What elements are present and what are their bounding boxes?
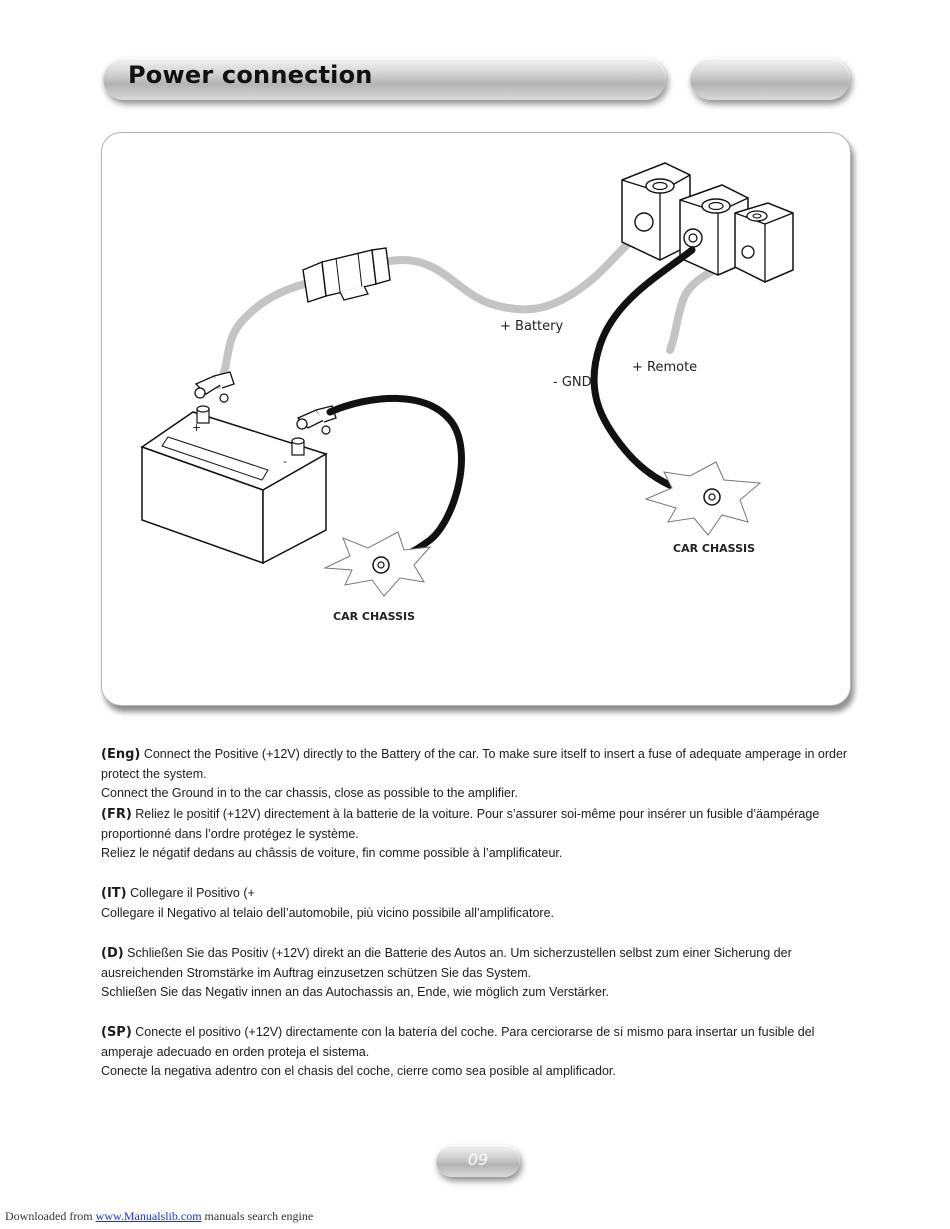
title-bar: [103, 58, 666, 100]
paragraph-line: Collegare il Negativo al telaio dell’aut…: [101, 905, 555, 920]
manualslib-link[interactable]: www.Manualslib.com: [95, 1209, 202, 1223]
paragraph-it: (IT) Collegare il Positivo (+ Collegare …: [101, 884, 853, 923]
paragraph-eng: (Eng) Connect the Positive (+12V) direct…: [101, 745, 853, 804]
amp-ground-cable: [590, 246, 710, 500]
wiring-diagram: + -: [140, 162, 794, 623]
paragraph-line: Conecte el positivo (+12V) directamente …: [101, 1025, 815, 1059]
paragraph-line: Schließen Sie das Positiv (+12V) direkt …: [101, 946, 792, 980]
battery-plus-sign: +: [192, 421, 201, 434]
paragraph-line: Connect the Positive (+12V) directly to …: [101, 747, 848, 781]
car-chassis-right-icon: [644, 461, 762, 536]
paragraph-line: Reliez le positif (+12V) directement à l…: [101, 807, 820, 841]
lang-tag-de: (D): [101, 946, 124, 961]
paragraph-fr: (FR) Reliez le positif (+12V) directemen…: [101, 805, 853, 864]
car-battery-icon: [140, 405, 328, 565]
ground-ring-right-icon: [703, 488, 721, 506]
paragraph-sp: (SP) Conecte el positivo (+12V) directam…: [101, 1023, 853, 1082]
ground-ring-left-icon: [372, 556, 390, 574]
paragraph-line: Collegare il Positivo (+: [130, 886, 255, 900]
battery-cable-label: + Battery: [500, 319, 563, 334]
header-side-tab: [690, 58, 850, 100]
lang-tag-eng: (Eng): [101, 747, 141, 762]
remote-cable: [666, 254, 749, 354]
car-chassis-left-label: CAR CHASSIS: [333, 610, 415, 623]
paragraph-de: (D) Schließen Sie das Positiv (+12V) dir…: [101, 944, 853, 1003]
gnd-cable-label: - GND: [553, 375, 592, 390]
paragraph-line: Conecte la negativa adentro con el chasi…: [101, 1064, 616, 1078]
remote-cable-label: + Remote: [632, 360, 697, 375]
page-number-pill: [436, 1145, 520, 1177]
fuse-holder-icon: [302, 247, 391, 303]
lang-tag-sp: (SP): [101, 1025, 132, 1040]
amplifier-terminal-block-icon: [621, 162, 794, 283]
footer-prefix: Downloaded from: [5, 1209, 96, 1223]
paragraph-line: Schließen Sie das Negativ innen an das A…: [101, 985, 609, 999]
footer-suffix: manuals search engine: [201, 1209, 314, 1223]
paragraph-line: Reliez le négatif dedans au châssis de v…: [101, 846, 563, 860]
car-chassis-right-label: CAR CHASSIS: [673, 542, 755, 555]
positive-clamp-icon: [194, 371, 235, 403]
battery-minus-sign: -: [283, 455, 287, 468]
lang-tag-it: (IT): [101, 886, 127, 901]
page-number: 09: [467, 1150, 489, 1169]
page-title: Power connection: [128, 61, 373, 89]
battery-power-cable: [214, 280, 309, 389]
download-footer: Downloaded from www.Manualslib.com manua…: [5, 1209, 313, 1224]
lang-tag-fr: (FR): [101, 807, 132, 822]
paragraph-line: Connect the Ground in to the car chassis…: [101, 786, 518, 800]
fuse-to-amp-cable: [381, 236, 636, 314]
